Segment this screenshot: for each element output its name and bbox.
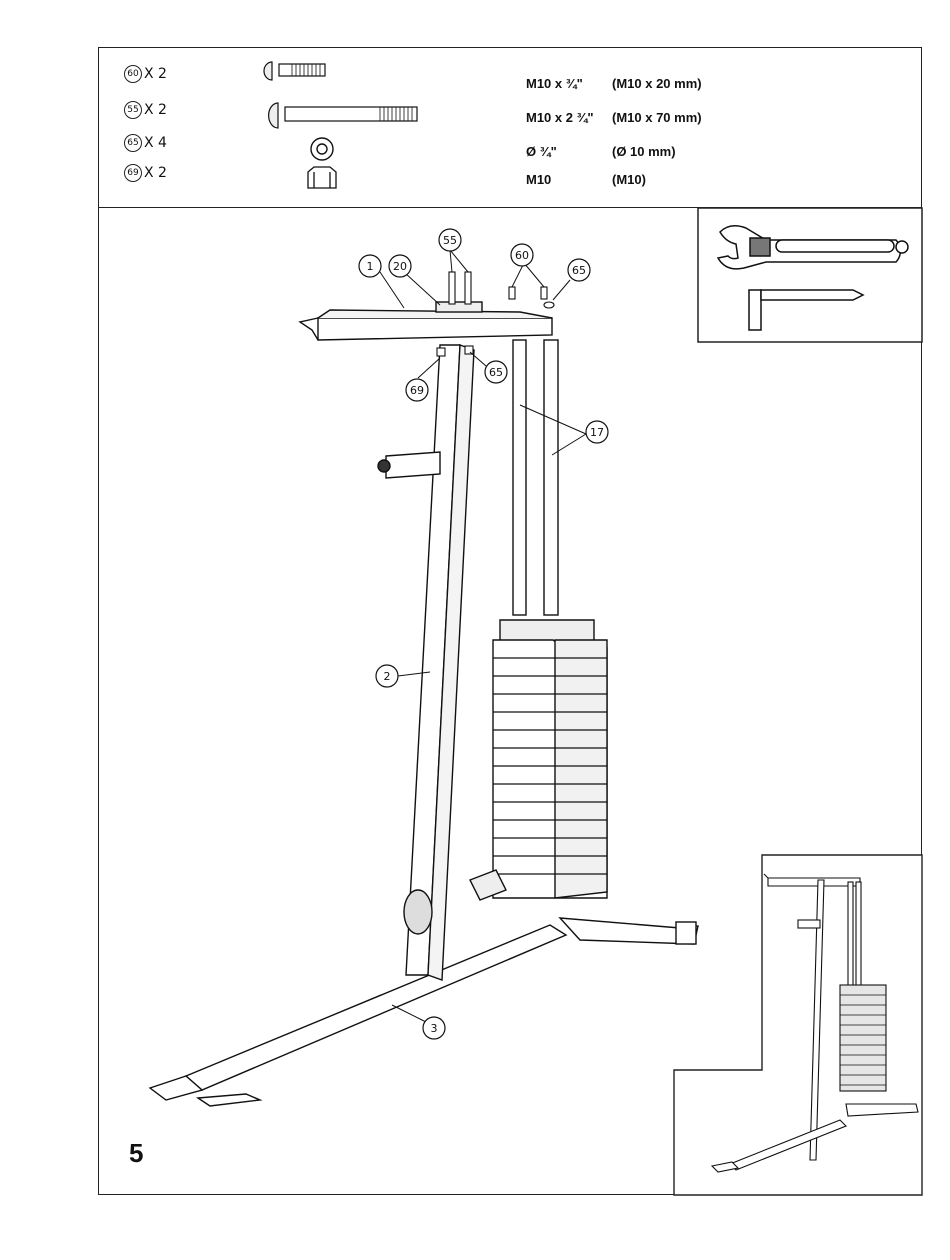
top-beam bbox=[318, 318, 552, 340]
weight-stack bbox=[493, 620, 607, 898]
long-bolt-icon bbox=[269, 103, 417, 128]
base-beam bbox=[186, 925, 566, 1090]
nut-icon bbox=[308, 167, 336, 188]
machine-frame-drawing bbox=[150, 302, 698, 1106]
callout-69-label: 69 bbox=[410, 384, 424, 397]
callout-60-label: 60 bbox=[515, 249, 529, 262]
callout-65-mid-label: 65 bbox=[489, 366, 503, 379]
tools-inset bbox=[698, 208, 922, 342]
page-number: 5 bbox=[129, 1138, 143, 1169]
callout-55-label: 55 bbox=[443, 234, 457, 247]
washer-icon bbox=[311, 138, 333, 160]
callout-20-label: 20 bbox=[393, 260, 407, 273]
completed-assembly-inset bbox=[674, 855, 922, 1195]
guide-rod-left bbox=[513, 340, 526, 615]
callout-2-label: 2 bbox=[384, 670, 391, 683]
short-bolt-icon bbox=[264, 62, 325, 80]
callout-1-label: 1 bbox=[367, 260, 374, 273]
callout-17-label: 17 bbox=[590, 426, 604, 439]
guide-rod-right bbox=[544, 340, 558, 615]
callout-65-top-label: 65 bbox=[572, 264, 586, 277]
callout-3-label: 3 bbox=[431, 1022, 438, 1035]
